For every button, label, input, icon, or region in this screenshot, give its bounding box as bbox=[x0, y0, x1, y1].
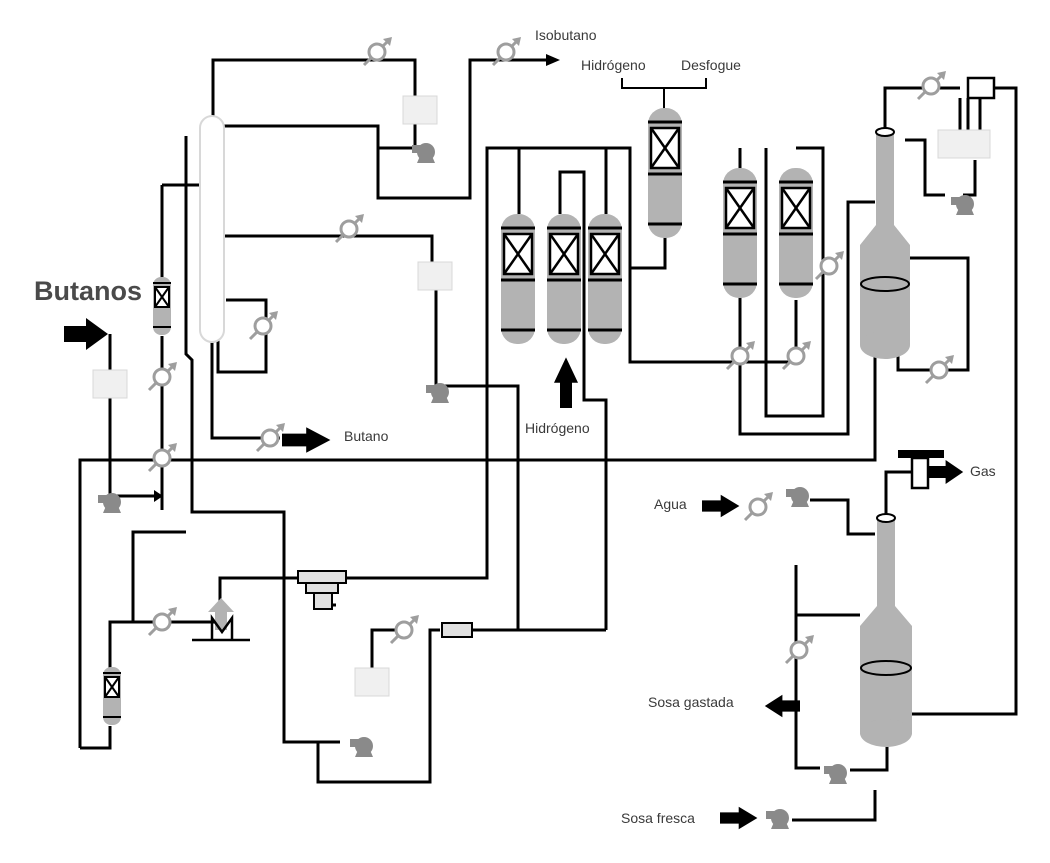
reactor-2 bbox=[545, 212, 583, 346]
lower-drum bbox=[354, 667, 390, 697]
reactor-4 bbox=[721, 166, 759, 300]
dryer-upper bbox=[152, 276, 172, 336]
pump-fresh-caustic-icon bbox=[766, 809, 789, 829]
hidrogeno-mid-label: Hidrógeno bbox=[525, 420, 590, 436]
hidrogeno-top-label: Hidrógeno bbox=[581, 57, 646, 73]
desfogue-label: Desfogue bbox=[681, 57, 741, 73]
pump-caustic-icon bbox=[824, 764, 847, 784]
dryer-lower bbox=[102, 666, 122, 726]
reflux-drum bbox=[402, 95, 438, 125]
butano-outlet-arrow bbox=[282, 427, 331, 453]
control-valve-icon bbox=[248, 309, 280, 341]
sosa-fresca-inlet-arrow bbox=[720, 806, 758, 830]
overhead-drum bbox=[937, 129, 991, 159]
isobutano-label: Isobutano bbox=[535, 27, 597, 43]
caustic-wash-column bbox=[860, 513, 912, 747]
control-valve-icon bbox=[784, 633, 816, 665]
gas-label: Gas bbox=[970, 463, 996, 479]
vent-header bbox=[621, 78, 707, 110]
pump-feed-icon bbox=[98, 493, 121, 513]
control-valve-icon bbox=[255, 421, 287, 453]
side-drum bbox=[417, 261, 453, 291]
hidrogeno-inlet-arrow bbox=[554, 357, 578, 408]
gas-outlet-arrow bbox=[928, 460, 964, 484]
control-valve-icon bbox=[814, 249, 846, 281]
heater bbox=[297, 570, 347, 610]
reactor-1 bbox=[499, 212, 537, 346]
control-valve-icon bbox=[743, 490, 775, 522]
strainer bbox=[441, 622, 473, 638]
control-valve-icon bbox=[389, 613, 421, 645]
feed-drum bbox=[92, 369, 128, 399]
pump-lower-icon bbox=[350, 737, 373, 757]
isobutano-arrow bbox=[546, 54, 560, 66]
control-valve-icon bbox=[916, 69, 948, 101]
reactor-top bbox=[646, 106, 684, 240]
butanos-inlet-arrow bbox=[64, 318, 108, 350]
sosa-fresca-label: Sosa fresca bbox=[621, 810, 695, 826]
pump-water-icon bbox=[786, 487, 809, 507]
agua-label: Agua bbox=[654, 496, 687, 512]
distillation-column bbox=[199, 115, 225, 343]
feed-arrow bbox=[154, 490, 163, 502]
relief-valve bbox=[192, 598, 250, 642]
pump-reflux-icon bbox=[412, 143, 435, 163]
pump-side-icon bbox=[426, 383, 449, 403]
sosa-gastada-label: Sosa gastada bbox=[648, 694, 734, 710]
reactor-3 bbox=[586, 212, 624, 346]
pump-stripper-icon bbox=[951, 195, 974, 215]
stripper-column bbox=[860, 127, 910, 359]
butano-label: Butano bbox=[344, 428, 389, 444]
piping-lines bbox=[78, 58, 1018, 822]
agua-inlet-arrow bbox=[702, 494, 740, 518]
butanos-label: Butanos bbox=[34, 276, 142, 306]
control-valve-icon bbox=[334, 212, 366, 244]
reactor-5 bbox=[777, 166, 815, 300]
control-box bbox=[966, 76, 996, 100]
